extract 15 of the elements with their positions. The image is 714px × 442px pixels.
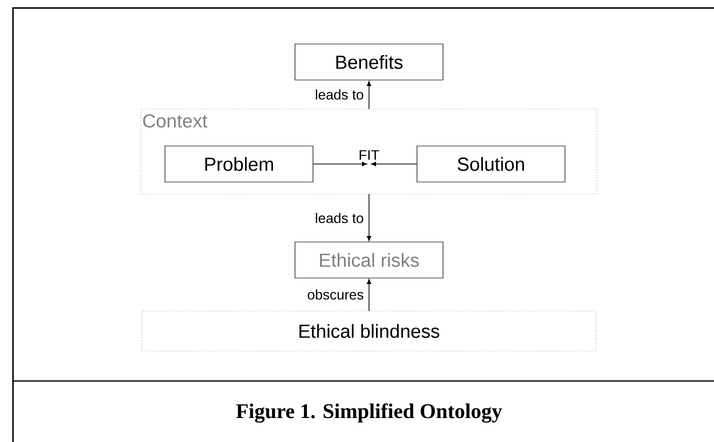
edge-label: obscures xyxy=(308,289,364,300)
edge-label: leads to xyxy=(316,89,364,100)
arrow xyxy=(312,162,367,166)
arrow xyxy=(371,162,418,166)
process-box: Benefits xyxy=(294,44,444,80)
process-box: Problem xyxy=(164,146,314,182)
process-box: Solution xyxy=(416,146,566,182)
edge-label: FIT xyxy=(360,150,380,160)
edge-label: leads to xyxy=(316,212,364,224)
arrow xyxy=(366,279,372,312)
arrow xyxy=(366,194,372,241)
process-box: Ethical risks xyxy=(294,242,444,278)
dotted-box: Ethical blindness xyxy=(142,310,596,352)
arrow xyxy=(366,81,372,110)
figure-caption: Figure 1. Simplified Ontology xyxy=(236,403,502,423)
